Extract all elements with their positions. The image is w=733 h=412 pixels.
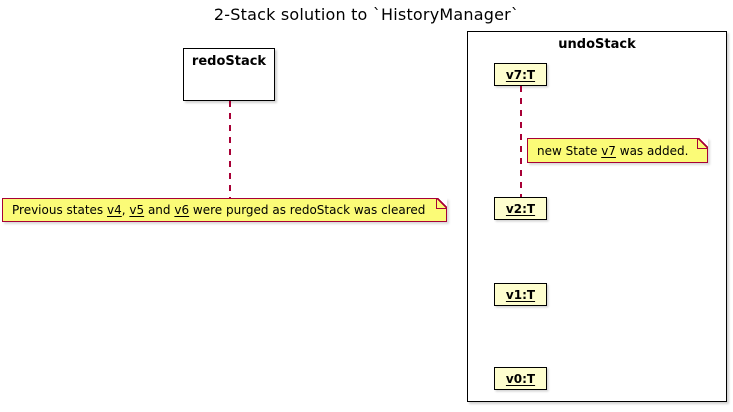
redo-note-text: Previous states v4, v5 and v6 were purge… (3, 203, 437, 217)
redo-note-connector (229, 101, 231, 198)
undo-stack-container: undoStack v7:T new State v7 was added. v… (467, 31, 727, 402)
stack-item-label: v0:T (505, 371, 536, 386)
stack-item-label: v7:T (505, 67, 536, 82)
note-text-segment: , (121, 203, 130, 217)
note-text-segment: Previous states (12, 203, 107, 217)
stack-item-label: v1:T (505, 287, 536, 302)
note-fold-icon (436, 198, 447, 209)
undo-note-text: new State v7 was added. (528, 144, 700, 158)
note-text-segment: and (144, 203, 175, 217)
state-ref-v4: v4 (107, 203, 122, 217)
stack-item-v1: v1:T (494, 283, 547, 306)
note-text-segment: was added. (615, 143, 689, 158)
undo-stack-label: undoStack (558, 37, 636, 52)
v7-v2-connector (520, 86, 522, 197)
note-text-segment: new State (537, 143, 602, 158)
redo-stack-box: redoStack (183, 48, 275, 101)
state-ref-v7: v7 (601, 143, 616, 158)
redo-cleared-note: Previous states v4, v5 and v6 were purge… (2, 198, 447, 222)
redo-stack-label: redoStack (191, 54, 267, 69)
note-text-segment: were purged as redoStack was cleared (189, 203, 426, 217)
state-ref-v5: v5 (129, 203, 145, 217)
diagram-title: 2-Stack solution to `HistoryManager` (213, 5, 520, 24)
note-fold-icon (697, 138, 708, 149)
v7-added-note: new State v7 was added. (527, 138, 708, 163)
stack-item-v2: v2:T (494, 197, 547, 220)
state-ref-v6: v6 (174, 203, 190, 217)
stack-item-v7: v7:T (494, 63, 547, 86)
stack-item-v0: v0:T (494, 367, 547, 390)
stack-item-label: v2:T (505, 201, 536, 216)
